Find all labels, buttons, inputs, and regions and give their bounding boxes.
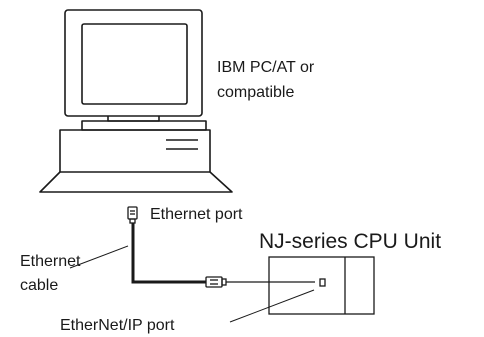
computer-base [39,171,233,193]
pc-label-line1: IBM PC/AT or [217,59,315,76]
ethernetip-port-label: EtherNet/IP port [60,317,175,334]
ethernet-cable [69,223,315,288]
ethernet-port-label: Ethernet port [150,206,243,223]
cable-leader-line [69,245,129,269]
monitor-outer [64,9,203,117]
cpu-unit-label: NJ-series CPU Unit [259,230,442,253]
personal-computer [39,9,233,193]
ethernet-cable-label-line2: cable [20,277,59,294]
ethernet-cable-label-line1: Ethernet [20,253,81,270]
cpu-unit-body [268,256,375,315]
cpu-unit [229,256,375,323]
ethernet-port-icon [127,206,138,224]
ip-port-leader-line [229,289,315,323]
cable-connector [205,276,223,288]
system-unit [59,129,211,173]
keyboard-tray [81,120,207,131]
ethernetip-port-icon [319,278,326,287]
monitor-screen [81,23,188,105]
pc-label-line2: compatible [217,84,295,101]
